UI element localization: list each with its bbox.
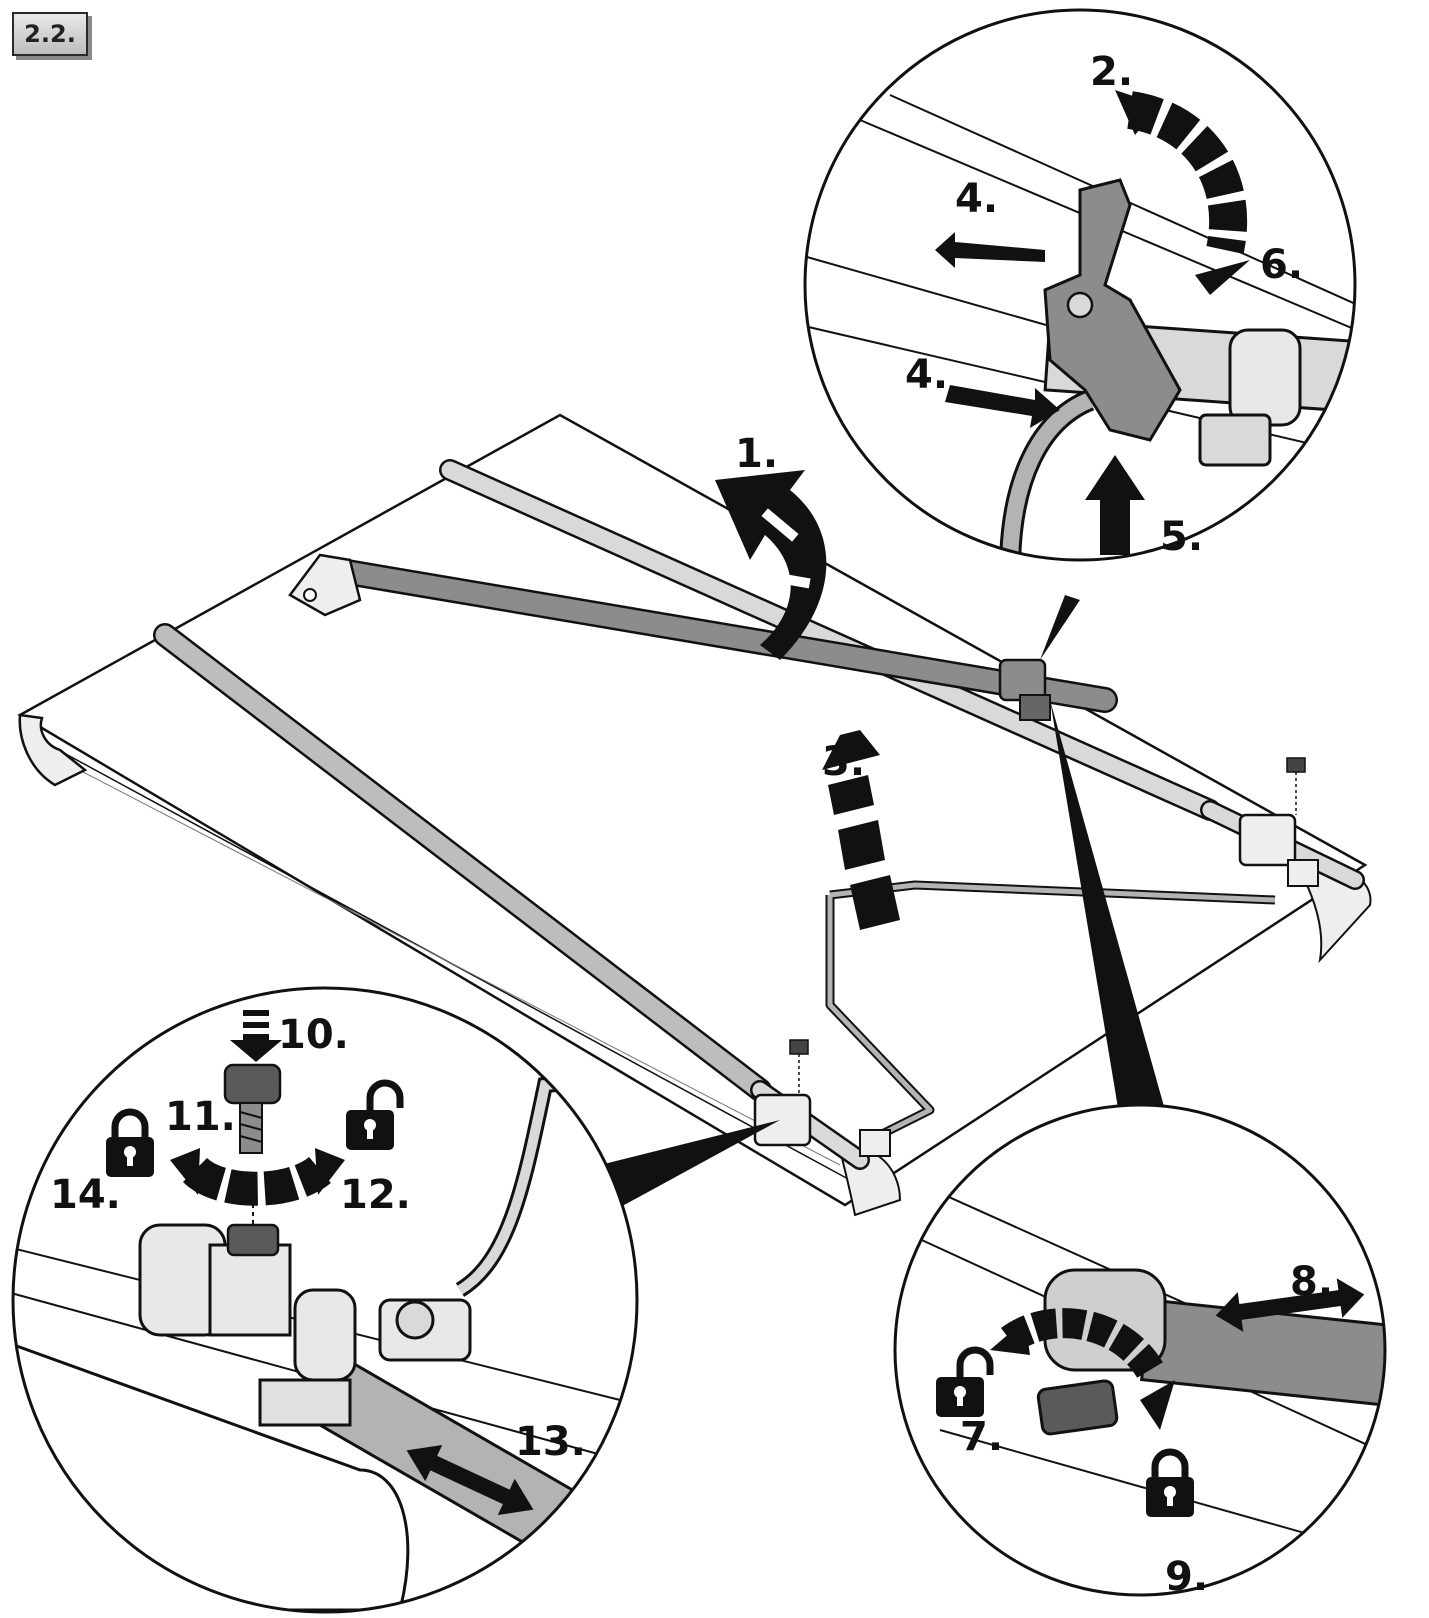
step-7-label: 7. — [960, 1414, 1003, 1460]
leader-to-top-detail — [1040, 595, 1080, 660]
awning-fabric — [17, 413, 1368, 1207]
right-joint — [1238, 757, 1319, 887]
step-4-bottom-label: 4. — [905, 352, 948, 398]
step-8-label: 8. — [1290, 1259, 1333, 1305]
left-joint — [753, 1039, 891, 1157]
step-3-label: 3. — [822, 739, 865, 785]
leader-to-br-detail — [1050, 700, 1165, 1120]
rod-clamp — [998, 658, 1051, 721]
detail-circle-thumbscrew: 10. 11. 12. 14. 13. — [11, 986, 639, 1614]
clamp-lever — [1043, 178, 1182, 442]
arrow-step-1 — [715, 470, 827, 660]
step-5-label: 5. — [1160, 514, 1203, 560]
awning-main: 1. 3. — [17, 413, 1372, 1217]
step-10-label: 10. — [278, 1012, 349, 1058]
step-6-label: 6. — [1260, 242, 1303, 288]
leader-to-bl-detail — [600, 1120, 780, 1210]
front-profile — [18, 713, 88, 787]
step-12-label: 12. — [340, 1172, 411, 1218]
detail-circle-arm-lock: 7. 8. 9. — [893, 1103, 1387, 1600]
step-1-label: 1. — [735, 431, 778, 477]
detail-circle-lever: 2. 4. 4. 6. 5. — [803, 8, 1357, 562]
arrow-step-3 — [822, 730, 900, 930]
step-11-label: 11. — [165, 1094, 236, 1140]
step-9-label: 9. — [1165, 1554, 1208, 1600]
section-label: 2.2. — [12, 12, 88, 56]
step-13-label: 13. — [515, 1419, 586, 1465]
step-14-label: 14. — [50, 1172, 121, 1218]
step-2-label: 2. — [1090, 49, 1133, 95]
step-4-top-label: 4. — [955, 176, 998, 222]
